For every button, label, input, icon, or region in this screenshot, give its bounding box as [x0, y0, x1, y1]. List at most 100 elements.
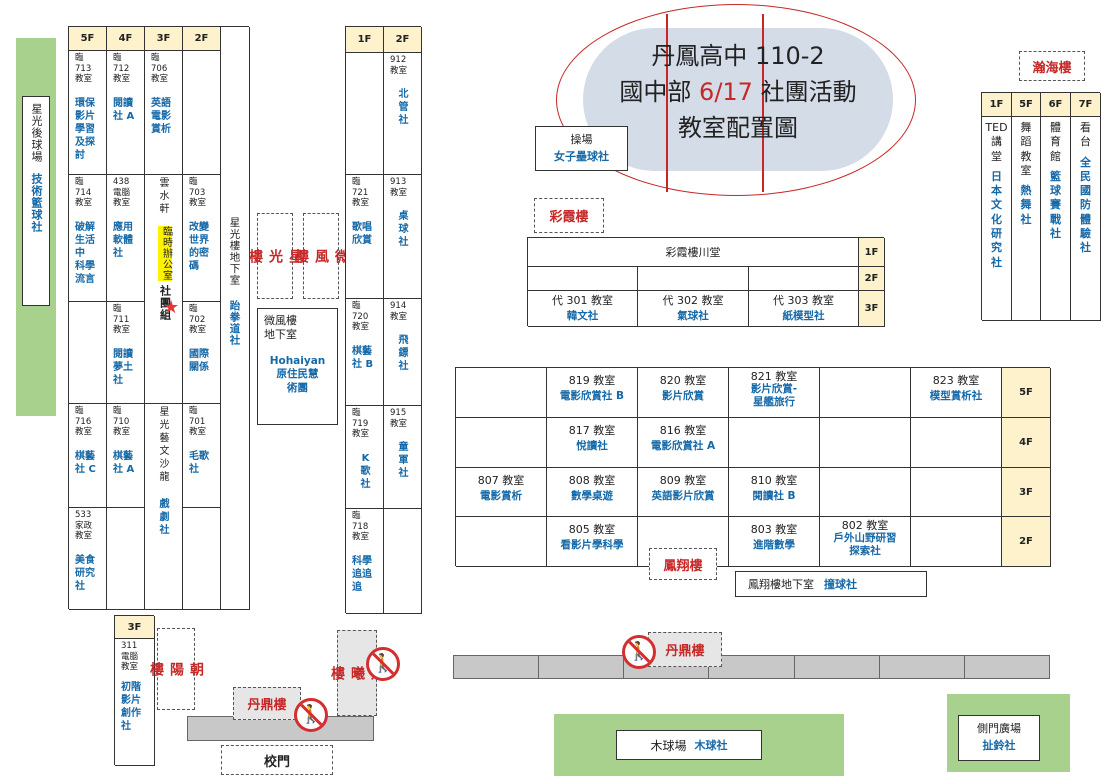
room-cell: 820 教室影片欣賞: [638, 368, 729, 418]
room-cell: 809 教室英語影片欣賞: [638, 468, 729, 517]
office-club: 社團組: [158, 285, 172, 321]
chaoyang-block: 3F 311 電腦 教室初階 影片 創作 社: [114, 615, 155, 766]
page-title: 丹鳳高中 110-2 國中部 6/17 社團活動 教室配置圖: [619, 42, 857, 142]
room-cell: 808 教室數學桌遊: [547, 468, 638, 517]
empty-cell: [820, 368, 911, 418]
no-walking-icon: 🚶: [366, 647, 400, 681]
danding-corridor-left: [187, 716, 374, 741]
room-cell: 819 教室電影欣賞社 B: [547, 368, 638, 418]
room-cell: 臨 706 教室英語 電影 賞析: [145, 51, 183, 175]
fengxiang-block: 819 教室電影欣賞社 B 820 教室影片欣賞 821 教室影片欣賞- 星艦旅…: [455, 367, 1051, 567]
danding-building-label-left: 丹鼎樓: [233, 687, 301, 720]
no-walking-icon: 🚶: [294, 698, 328, 732]
caixia-hall: 彩霞樓川堂: [528, 238, 859, 267]
empty-cell: [346, 53, 384, 175]
title-line-right: [762, 14, 764, 192]
hanhai-col: 看 台全 民 國 防 體 驗 社: [1071, 117, 1101, 321]
back-field-club: 技術籃球社: [30, 173, 43, 233]
caixia-block: 彩霞樓川堂 1F 2F 代 301 教室韓文社 代 302 教室氣球社 代 30…: [527, 237, 885, 327]
room-cell: 臨 710 教室棋藝 社 A: [107, 404, 145, 508]
room-cell: 臨 701 教室毛歌 社: [183, 404, 221, 508]
empty-cell: [729, 418, 820, 468]
room-cell: 805 教室看影片學科學: [547, 517, 638, 567]
empty-cell: [820, 468, 911, 517]
hanhai-block: 1F 5F 6F 7F TED 講 堂日 本 文 化 研 究 社 舞 蹈 教 室…: [981, 92, 1101, 321]
empty-cell: [384, 509, 422, 614]
floor-2f: 2F: [1002, 517, 1051, 567]
room-cell: 914 教室飛 鏢 社: [384, 299, 422, 406]
basement-column: 星光樓地下室 跆拳道社: [221, 27, 250, 610]
floor-7f: 7F: [1071, 93, 1101, 117]
room-cell: 311 電腦 教室初階 影片 創作 社: [115, 639, 155, 766]
weifeng-basement: 微風樓 地下室 Hohaiyan 原住民慧 術團: [257, 308, 338, 425]
floor-3f: 3F: [145, 27, 183, 51]
hanhai-col: 舞 蹈 教 室熱 舞 社: [1012, 117, 1041, 321]
danding-building-label-right: 丹鼎樓: [648, 632, 722, 667]
empty-cell: [69, 302, 107, 404]
room-cell: 817 教室悅讀社: [547, 418, 638, 468]
room-cell: 802 教室戶外山野研習 探索社: [820, 517, 911, 567]
floor-2f: 2F: [859, 267, 885, 291]
empty-cell: [528, 267, 638, 291]
room-cell: 915 教室童 軍 社: [384, 406, 422, 509]
room-cell: 913 教室桌 球 社: [384, 175, 422, 299]
back-field-label-box: 星光後球場 技術籃球社: [22, 96, 50, 306]
room-cell: 代 302 教室氣球社: [638, 291, 749, 327]
empty-cell: [820, 418, 911, 468]
star-icon: ★: [163, 297, 180, 318]
hanhai-col: 體 育 館籃 球 賽 戰 社: [1041, 117, 1071, 321]
empty-cell: [183, 508, 221, 610]
office-label: 臨時辦公室: [157, 226, 172, 281]
fengxiang-basement: 鳳翔樓地下室撞球社: [735, 571, 927, 597]
room-cell: 臨 702 教室國際 關係: [183, 302, 221, 404]
room-cell: 臨 718 教室科學 追追 追: [346, 509, 384, 614]
hanhai-building-label: 瀚海樓: [1019, 51, 1085, 81]
title-track: [556, 4, 916, 196]
empty-cell: [183, 51, 221, 175]
room-cell: 臨 711 教室閱讀 夢土 社: [107, 302, 145, 404]
empty-cell: [107, 508, 145, 610]
wood-field-label: 木球場木球社: [616, 730, 762, 760]
xingguang-building-label: 星 光 樓: [247, 213, 303, 299]
office-cell: 雲 水 軒 臨時辦公室 ★ 社團組: [145, 175, 183, 404]
floor-2f: 2F: [384, 27, 422, 53]
room-cell: 代 303 教室紙模型社: [749, 291, 859, 327]
caixia-building-label: 彩霞樓: [534, 198, 604, 233]
salon-cell: 星 光 藝 文 沙 龍戲 劇 社: [145, 404, 183, 610]
empty-cell: [638, 267, 749, 291]
side-plaza-label: 側門廣場扯鈴社: [958, 715, 1040, 761]
room-cell: 臨 720 教室棋藝 社 B: [346, 299, 384, 406]
floor-2f: 2F: [183, 27, 221, 51]
room-cell: 臨 703 教室改變 世界 的密 碼: [183, 175, 221, 302]
basement-label: 星光樓地下室: [228, 217, 241, 286]
room-cell: 912 教室北 管 社: [384, 53, 422, 175]
hanhai-col: TED 講 堂日 本 文 化 研 究 社: [982, 117, 1012, 321]
floor-5f: 5F: [1012, 93, 1041, 117]
title-oval: [583, 28, 893, 171]
room-cell: 臨 714 教室破解 生活 中 科學 流言: [69, 175, 107, 302]
room-cell: 臨 716 教室棋藝 社 C: [69, 404, 107, 508]
room-cell: 438 電腦 教室應用 軟體 社: [107, 175, 145, 302]
floor-3f: 3F: [859, 291, 885, 327]
empty-cell: [911, 468, 1002, 517]
xingguang-building-block: 5F 4F 3F 2F 星光樓地下室 跆拳道社 臨 713 教室環保 影片 學習…: [68, 26, 250, 610]
danding-corridor-right: [453, 655, 1050, 679]
floor-1f: 1F: [982, 93, 1012, 117]
fengxiang-building-label: 鳳翔樓: [649, 548, 717, 580]
room-cell: 臨 713 教室環保 影片 學習 及探 討: [69, 51, 107, 175]
empty-cell: [456, 517, 547, 567]
empty-cell: [749, 267, 859, 291]
school-gate: 校門: [221, 745, 333, 775]
room-cell: 533 家政 教室美食 研究 社: [69, 508, 107, 610]
room-cell: 816 教室電影欣賞社 A: [638, 418, 729, 468]
room-cell: 810 教室閱讀社 B: [729, 468, 820, 517]
empty-cell: [911, 418, 1002, 468]
right-narrow-block: 1F 2F 912 教室北 管 社 臨 721 教室歌唱 欣賞 913 教室桌 …: [345, 26, 422, 614]
room-cell: 821 教室影片欣賞- 星艦旅行: [729, 368, 820, 418]
floor-4f: 4F: [107, 27, 145, 51]
playground: 操場女子壘球社: [535, 126, 628, 171]
basement-club: 跆拳道社: [228, 300, 241, 346]
empty-cell: [456, 368, 547, 418]
floor-1f: 1F: [859, 238, 885, 267]
